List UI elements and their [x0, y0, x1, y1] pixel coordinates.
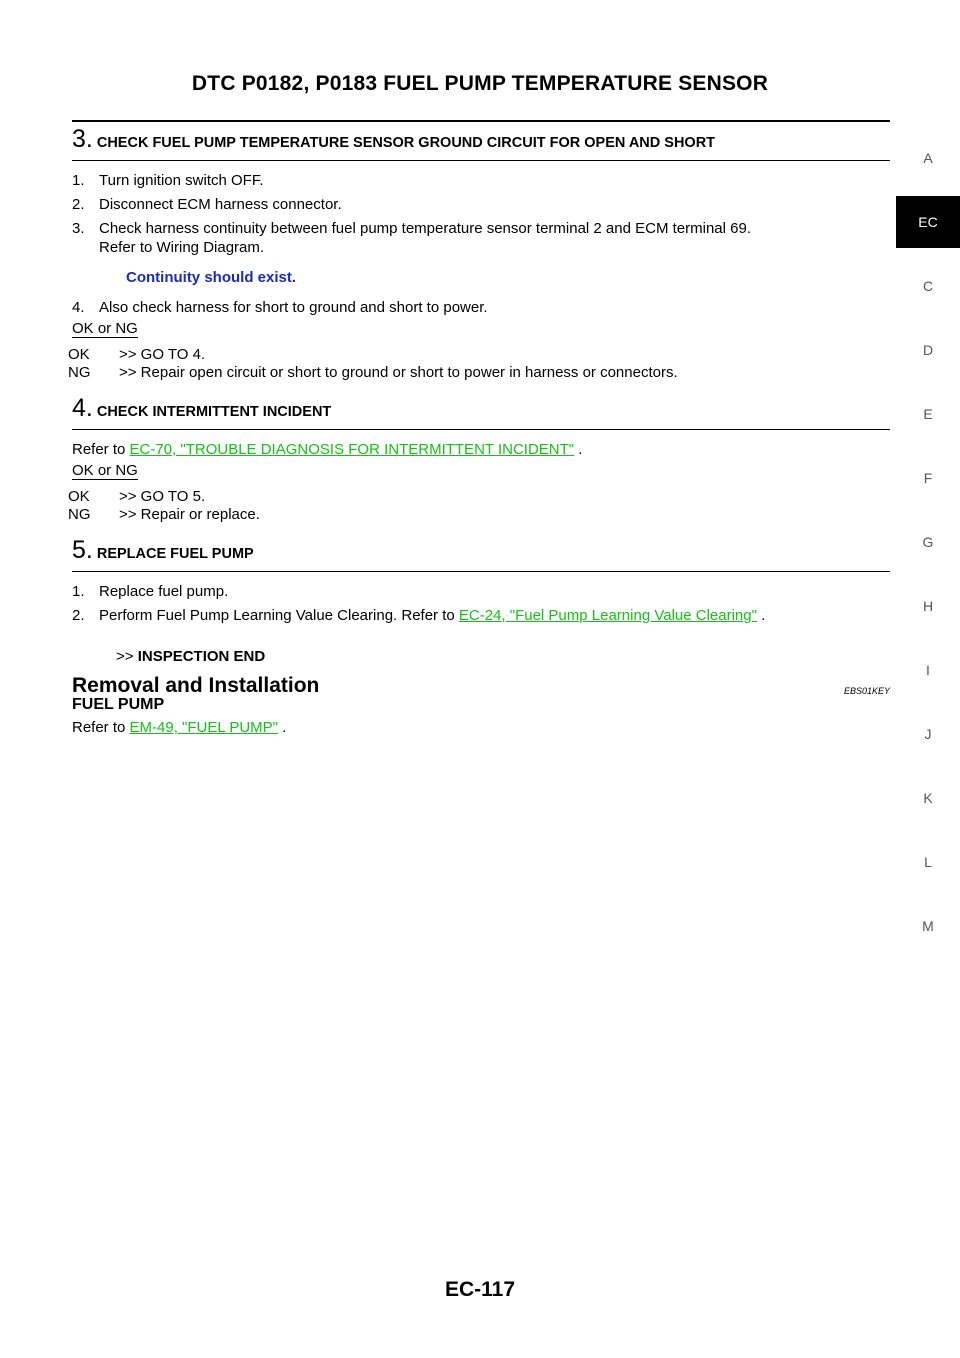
- result-ng: NG>> Repair or replace.: [68, 506, 260, 523]
- index-tab-j[interactable]: J: [924, 726, 932, 742]
- spec-continuity: Continuity should exist.: [126, 269, 297, 286]
- page-title: DTC P0182, P0183 FUEL PUMP TEMPERATURE S…: [191, 72, 769, 95]
- list-item: 2.Disconnect ECM harness connector.: [72, 196, 342, 213]
- index-tab-g[interactable]: G: [922, 534, 934, 550]
- step-number: 3.: [72, 125, 93, 153]
- result-ng: NG>> Repair open circuit or short to gro…: [68, 364, 678, 381]
- ok-ng-label: OK or NG: [72, 462, 138, 480]
- section-code: EBS01KEY: [843, 686, 890, 696]
- index-tab-f[interactable]: F: [923, 470, 933, 486]
- removal-section: Removal and Installation EBS01KEY: [72, 674, 890, 698]
- section-index: A EC C D E F G H I J K L M: [896, 126, 960, 958]
- intermittent-refer: Refer to EC-70, "TROUBLE DIAGNOSIS FOR I…: [72, 441, 583, 458]
- list-item: 1.Replace fuel pump.: [72, 583, 229, 600]
- step-3-header: 3. CHECK FUEL PUMP TEMPERATURE SENSOR GR…: [72, 120, 890, 161]
- list-item: 3.Check harness continuity between fuel …: [72, 220, 751, 237]
- inspection-end: >> INSPECTION END: [116, 648, 266, 665]
- list-item: 4.Also check harness for short to ground…: [72, 299, 488, 316]
- step-title: CHECK FUEL PUMP TEMPERATURE SENSOR GROUN…: [96, 135, 716, 151]
- result-ok: OK>> GO TO 4.: [68, 346, 206, 363]
- sub-title: FUEL PUMP: [72, 696, 165, 713]
- index-tab-d[interactable]: D: [922, 342, 934, 358]
- link-ec-70[interactable]: EC-70, "TROUBLE DIAGNOSIS FOR INTERMITTE…: [129, 441, 575, 458]
- step-title: CHECK INTERMITTENT INCIDENT: [96, 404, 332, 420]
- index-tab-l[interactable]: L: [924, 854, 932, 870]
- link-ec-24[interactable]: EC-24, "Fuel Pump Learning Value Clearin…: [458, 607, 757, 624]
- fuel-pump-refer: Refer to EM-49, "FUEL PUMP" .: [72, 719, 287, 736]
- index-tab-i[interactable]: I: [926, 662, 930, 678]
- index-tab-a[interactable]: A: [923, 150, 933, 166]
- step-number: 5.: [72, 536, 93, 564]
- index-tab-h[interactable]: H: [922, 598, 934, 614]
- link-em-49[interactable]: EM-49, "FUEL PUMP": [129, 719, 278, 736]
- step-4-header: 4. CHECK INTERMITTENT INCIDENT: [72, 394, 890, 430]
- index-tab-k[interactable]: K: [923, 790, 933, 806]
- index-tab-e[interactable]: E: [923, 406, 933, 422]
- section-title: Removal and Installation: [72, 674, 320, 697]
- index-tab-ec[interactable]: EC: [896, 196, 960, 248]
- index-tab-c[interactable]: C: [922, 278, 934, 294]
- result-ok: OK>> GO TO 5.: [68, 488, 206, 505]
- step-title: REPLACE FUEL PUMP: [96, 546, 254, 562]
- main-content: 3. CHECK FUEL PUMP TEMPERATURE SENSOR GR…: [68, 120, 890, 737]
- step-5-header: 5. REPLACE FUEL PUMP: [72, 536, 890, 572]
- page-number: EC-117: [444, 1278, 516, 1301]
- step-number: 4.: [72, 394, 93, 422]
- ok-ng-label: OK or NG: [72, 320, 138, 338]
- index-tab-m[interactable]: M: [922, 918, 934, 934]
- wiring-diagram-ref: Refer to Wiring Diagram.: [99, 239, 265, 256]
- list-item: 1.Turn ignition switch OFF.: [72, 172, 264, 189]
- list-item: 2. Perform Fuel Pump Learning Value Clea…: [72, 607, 766, 624]
